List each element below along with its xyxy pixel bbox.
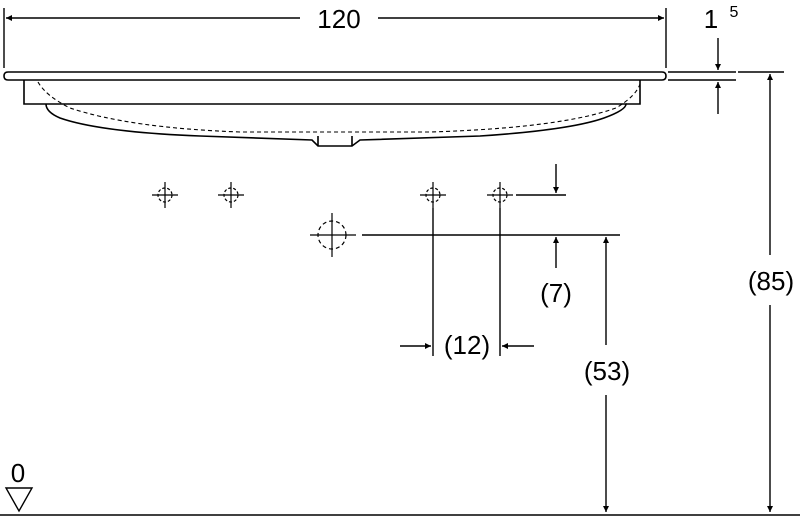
tap-hole-mark [152, 182, 178, 208]
floor-level-triangle-icon [4, 487, 34, 513]
basin-rim [3, 71, 667, 81]
overall-width-label: 120 [317, 4, 360, 34]
rim-thickness-label: 1 [704, 4, 718, 34]
basin-hidden-contour [37, 81, 641, 133]
washbasin-outline [3, 71, 667, 147]
outlet-height-label: (53) [584, 356, 630, 386]
basin-left-side [23, 80, 40, 105]
tap-hole-markers [152, 182, 513, 208]
total-height-label: (85) [748, 266, 794, 296]
basin-bowl-underside [40, 103, 627, 147]
outlet-position-marker [310, 213, 356, 257]
floor-level-label: 0 [11, 458, 25, 488]
rim-extension-lines [668, 71, 736, 81]
tap-hole-mark [487, 182, 513, 208]
tap-hole-mark [218, 182, 244, 208]
tap-hole-mark [420, 182, 446, 208]
basin-right-side [626, 80, 641, 105]
width-extension-lines [3, 8, 667, 68]
tap-offset-label: (7) [540, 278, 572, 308]
rim-thickness-superscript: 5 [730, 4, 739, 21]
tap-spacing-label: (12) [444, 330, 490, 360]
tap-spacing-extension-lines [432, 208, 501, 356]
basin-outlet-stub [317, 136, 353, 146]
